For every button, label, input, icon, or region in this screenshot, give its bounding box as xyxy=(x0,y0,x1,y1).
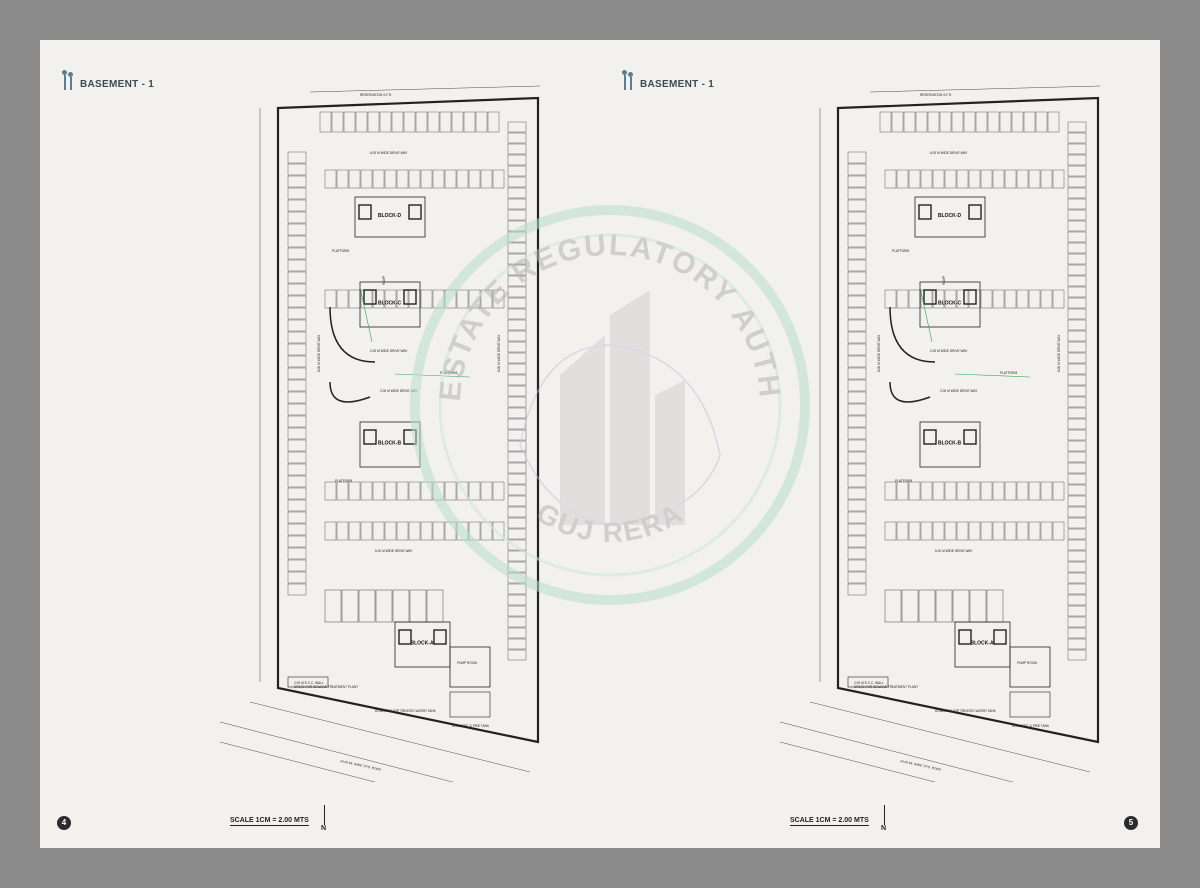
platform-label: PLATFORM xyxy=(895,479,912,483)
drive-way-label: 6.00 M WIDE DRIVE WAY xyxy=(375,549,413,553)
north-arrow-icon: N xyxy=(880,805,890,835)
block-label: BLOCK-A xyxy=(971,641,994,647)
logo-mark-icon xyxy=(62,70,76,90)
drive-way-label: 6.00 M WIDE DRIVE WAY xyxy=(935,549,973,553)
platform-label: PLATFORM xyxy=(335,479,352,483)
drive-way-label: 6.00 M WIDE DRIVE WAY xyxy=(930,151,968,155)
site-boundary xyxy=(836,96,1100,744)
drive-way-label: 6.00 M WIDE DRIVE WAY xyxy=(877,334,881,372)
platform-label: PLATFORM xyxy=(332,249,349,253)
water-tank-label: DOMESTIC OTP TREATED WATER TANK xyxy=(935,709,997,713)
page-title: BASEMENT - 1 xyxy=(80,79,155,90)
site-boundary xyxy=(276,96,540,744)
block-label: BLOCK-D xyxy=(378,213,401,219)
block-label: BLOCK-B xyxy=(378,441,401,447)
drive-way-label: 2.00 M WIDE DRIVE WAY xyxy=(940,389,978,393)
platform-label: PLATFORM xyxy=(1000,371,1017,375)
floor-plan: BLOCK-D BLOCK-C BLOCK-B BLOCK-A RESERVATION … xyxy=(770,52,1100,782)
page-header: BASEMENT - 1 xyxy=(622,70,714,90)
tank-label: DOMESTIC & FIRE TANK xyxy=(1012,724,1050,728)
block-outline xyxy=(914,196,986,238)
water-tank-label: DOMESTIC OTP TREATED WATER TANK xyxy=(375,709,437,713)
road-label: 24.00 Mt. WIDE T.P.S. ROAD xyxy=(900,759,942,772)
block-outline xyxy=(919,281,981,328)
block-label: BLOCK-D xyxy=(938,213,961,219)
road-label: 24.00 Mt. WIDE T.P.S. ROAD xyxy=(340,759,382,772)
north-arrow-icon: N xyxy=(320,805,330,835)
block-label: BLOCK-C xyxy=(378,301,401,307)
block-label: BLOCK-B xyxy=(938,441,961,447)
block-label: BLOCK-C xyxy=(938,301,961,307)
north-label: N xyxy=(321,825,327,832)
wall-label: 2.00 M R.C.C. WALL xyxy=(854,681,884,685)
top-label: RESERVATION S.F.R. xyxy=(920,93,952,97)
wall-label: 2.00 M R.C.C. WALL xyxy=(294,681,324,685)
block-outline xyxy=(919,421,981,468)
pump-room-label: PUMP ROOM xyxy=(457,661,477,665)
top-label: RESERVATION S.F.R. xyxy=(360,93,392,97)
pump-room-label: PUMP ROOM xyxy=(1017,661,1037,665)
drive-way-label: 6.00 M WIDE DRIVE WAY xyxy=(497,334,501,372)
ramp-label: RAMP xyxy=(382,276,386,285)
scale-note: SCALE 1CM = 2.00 MTS xyxy=(790,817,869,826)
drive-way-label: 6.00 M WIDE DRIVE WAY xyxy=(370,151,408,155)
page-number: 5 xyxy=(1124,816,1138,830)
drive-way-label: 2.00 M WIDE DRIVE WAY xyxy=(380,389,418,393)
sewage-label: SPACE FOR SEWAGE TREATMENT PLANT xyxy=(854,685,918,689)
page-number: 4 xyxy=(57,816,71,830)
drive-way-label: 6.00 M WIDE DRIVE WAY xyxy=(1057,334,1061,372)
ramp-label: RAMP xyxy=(942,276,946,285)
tank-label: DOMESTIC & FIRE TANK xyxy=(452,724,490,728)
platform-label: PLATFORM xyxy=(440,371,457,375)
logo-mark-icon xyxy=(622,70,636,90)
sewage-label: SPACE FOR SEWAGE TREATMENT PLANT xyxy=(294,685,358,689)
drive-way-label: 6.00 M WIDE DRIVE WAY xyxy=(317,334,321,372)
scale-note: SCALE 1CM = 2.00 MTS xyxy=(230,817,309,826)
north-label: N xyxy=(881,825,887,832)
platform-label: PLATFORM xyxy=(892,249,909,253)
page-header: BASEMENT - 1 xyxy=(62,70,154,90)
floor-plan: BLOCK-D BLOCK-C BLOCK-B BLOCK-A RESERVATION … xyxy=(210,52,540,782)
drive-way-label: 2.00 M WIDE DRIVE WAY xyxy=(370,349,408,353)
page-title: BASEMENT - 1 xyxy=(640,79,715,90)
block-label: BLOCK-A xyxy=(411,641,434,647)
drive-way-label: 2.00 M WIDE DRIVE WAY xyxy=(930,349,968,353)
